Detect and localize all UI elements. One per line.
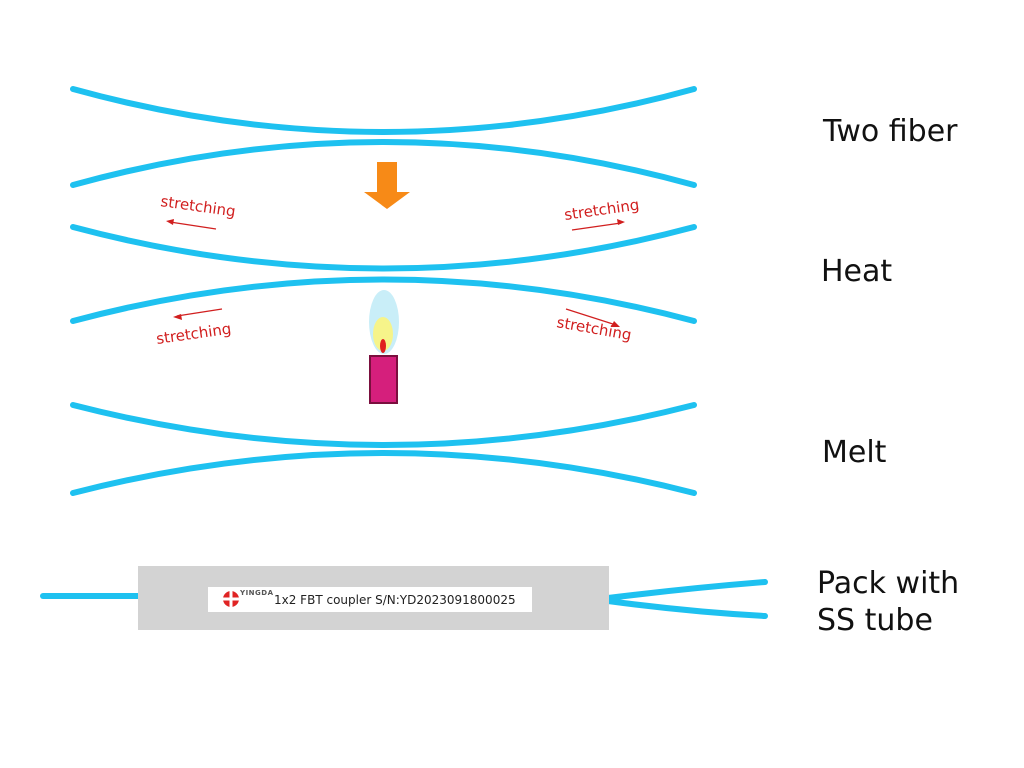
stage-two-fiber-fibers (70, 86, 697, 188)
down-arrow-icon (364, 162, 410, 209)
stretch-arrowhead-top-right (617, 219, 625, 225)
stage-label-melt: Melt (822, 435, 887, 470)
stage-label-two-fiber: Two fiber (822, 114, 958, 149)
stage-label-heat: Heat (821, 254, 892, 289)
fiber-heat-top (70, 224, 697, 272)
fiber-output-top (605, 579, 768, 601)
fiber-melt-bottom (70, 450, 697, 496)
candle-body (369, 355, 398, 404)
flame-core (380, 339, 386, 353)
fiber-melt-top (70, 402, 697, 448)
stretch-label-top-left: stretching (159, 192, 236, 220)
stage-label-pack-line2: SS tube (817, 603, 933, 638)
flame-inner (373, 317, 393, 351)
stretch-arrow-top-left (169, 221, 217, 230)
candle-icon (369, 290, 399, 404)
stretch-arrow-bottom-left (176, 308, 223, 317)
fiber-output-bottom (605, 598, 768, 619)
brand-name: YINGDA (239, 589, 274, 597)
stretch-arrow-bottom-right (565, 308, 617, 326)
product-label-text: 1x2 FBT coupler S/N:YD2023091800025 (274, 593, 516, 607)
fiber-bottom (70, 139, 697, 188)
stretch-label-bottom-left: stretching (155, 320, 232, 348)
stage-heat-fibers (70, 224, 697, 324)
stretch-arrow-top-right (571, 222, 622, 231)
fiber-top (70, 86, 697, 135)
fiber-heat-bottom (70, 276, 697, 324)
stage-pack-tube: YINGDA 1x2 FBT coupler S/N:YD20230918000… (40, 566, 768, 630)
stretch-label-top-right: stretching (563, 196, 640, 224)
yingda-logo-icon (223, 591, 239, 607)
stage-label-pack-line1: Pack with (817, 566, 959, 601)
stretch-arrowhead-top-left (166, 219, 174, 225)
product-label-box (208, 587, 532, 612)
stretch-arrowhead-bottom-right (611, 321, 620, 327)
stage-melt-fibers (70, 402, 697, 496)
stretch-arrowhead-bottom-left (173, 314, 182, 320)
